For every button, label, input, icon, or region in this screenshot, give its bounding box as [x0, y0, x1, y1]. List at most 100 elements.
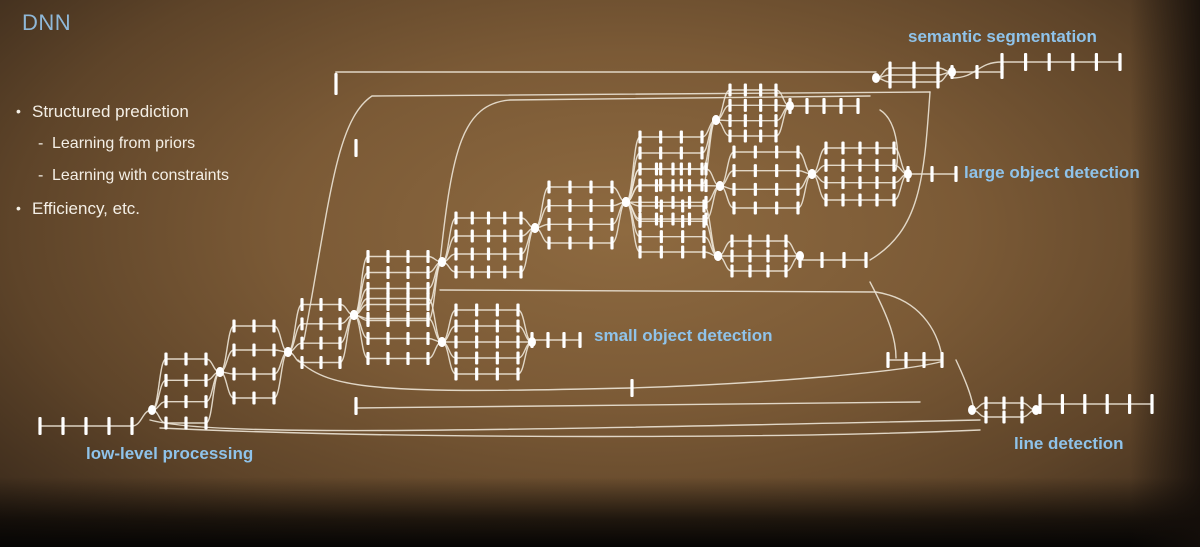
layer-node: [366, 266, 370, 279]
layer-node: [775, 182, 779, 196]
edge: [715, 89, 731, 121]
layer-node: [530, 332, 534, 348]
layer-node: [300, 336, 304, 350]
layer-node: [892, 158, 896, 172]
edge: [797, 173, 813, 209]
layer-node: [204, 416, 208, 430]
layer-node: [589, 199, 593, 213]
layer-node: [338, 317, 342, 331]
layer-node: [702, 230, 706, 244]
layer-node: [503, 265, 507, 279]
layer-node: [700, 130, 704, 144]
edge: [520, 227, 536, 273]
layer-node: [936, 75, 940, 89]
layer-node: [406, 352, 410, 365]
edge: [439, 95, 871, 263]
label-semantic-segmentation: semantic segmentation: [908, 27, 1097, 46]
layer-node: [406, 266, 410, 279]
layer-node: [728, 129, 732, 143]
layer-node: [272, 319, 276, 333]
layer-node: [841, 158, 845, 172]
layer-node: [406, 282, 410, 295]
layer-node: [495, 367, 499, 381]
layer-node: [406, 332, 410, 345]
layer-node: [319, 336, 323, 350]
layer-node: [1024, 53, 1028, 71]
layer-node: [519, 265, 523, 279]
layer-node: [984, 396, 988, 410]
layer-node: [659, 178, 663, 192]
junction-node: [808, 169, 816, 179]
layer-node: [426, 266, 430, 279]
layer-node: [232, 367, 236, 381]
layer-node: [904, 352, 908, 368]
layer-node: [426, 332, 430, 345]
junction-node: [712, 115, 720, 125]
layer-node: [743, 129, 747, 143]
layer-node: [940, 352, 944, 368]
layer-node: [824, 193, 828, 207]
layer-node: [753, 164, 757, 178]
edge: [439, 289, 943, 359]
layer-node: [470, 229, 474, 243]
layer-node: [824, 176, 828, 190]
layer-node: [454, 319, 458, 333]
layer-node: [232, 319, 236, 333]
layer-node: [519, 229, 523, 243]
layer-node: [475, 367, 479, 381]
layer-node: [841, 141, 845, 155]
layer-node: [702, 214, 706, 228]
layer-node: [516, 367, 520, 381]
junction-node: [216, 367, 224, 377]
layer-node: [426, 352, 430, 365]
layer-node: [300, 356, 304, 369]
junction-node: [438, 337, 446, 347]
edge: [149, 419, 981, 432]
layer-node: [272, 367, 276, 381]
layer-node: [406, 292, 410, 305]
junction-node: [148, 405, 156, 415]
layer-node: [906, 166, 910, 182]
edge: [219, 325, 235, 373]
edge: [159, 427, 981, 438]
layer-node: [454, 265, 458, 279]
layer-node: [426, 250, 430, 263]
layer-node: [366, 312, 370, 325]
layer-node: [568, 180, 572, 194]
bullet-learning-with-constraints: Learning with constraints: [14, 165, 229, 187]
edge: [719, 151, 735, 187]
edge: [339, 314, 355, 364]
layer-node: [796, 201, 800, 215]
layer-node: [495, 335, 499, 349]
layer-node: [519, 247, 523, 261]
layer-node: [319, 317, 323, 331]
layer-node: [130, 417, 134, 435]
layer-node: [252, 343, 256, 357]
layer-node: [164, 395, 168, 409]
layer-node: [334, 73, 338, 95]
layer-node: [516, 351, 520, 365]
layer-node: [888, 75, 892, 89]
layer-node: [184, 395, 188, 409]
layer-node: [454, 351, 458, 365]
layer-node: [681, 214, 685, 228]
layer-node: [503, 247, 507, 261]
layer-node: [654, 179, 659, 193]
layer-node: [366, 250, 370, 263]
layer-node: [774, 114, 778, 128]
layer-node: [1128, 394, 1132, 414]
layer-node: [730, 234, 734, 248]
layer-node: [470, 211, 474, 225]
layer-node: [547, 236, 551, 250]
layer-node: [702, 199, 706, 213]
layer-node: [454, 367, 458, 381]
layer-node: [252, 367, 256, 381]
layer-node: [354, 139, 358, 157]
layer-node: [426, 312, 430, 325]
layer-node: [107, 417, 111, 435]
bullet-structured-prediction: Structured prediction: [14, 100, 229, 123]
layer-node: [386, 312, 390, 325]
layer-node: [681, 199, 685, 213]
layer-node: [784, 249, 788, 263]
